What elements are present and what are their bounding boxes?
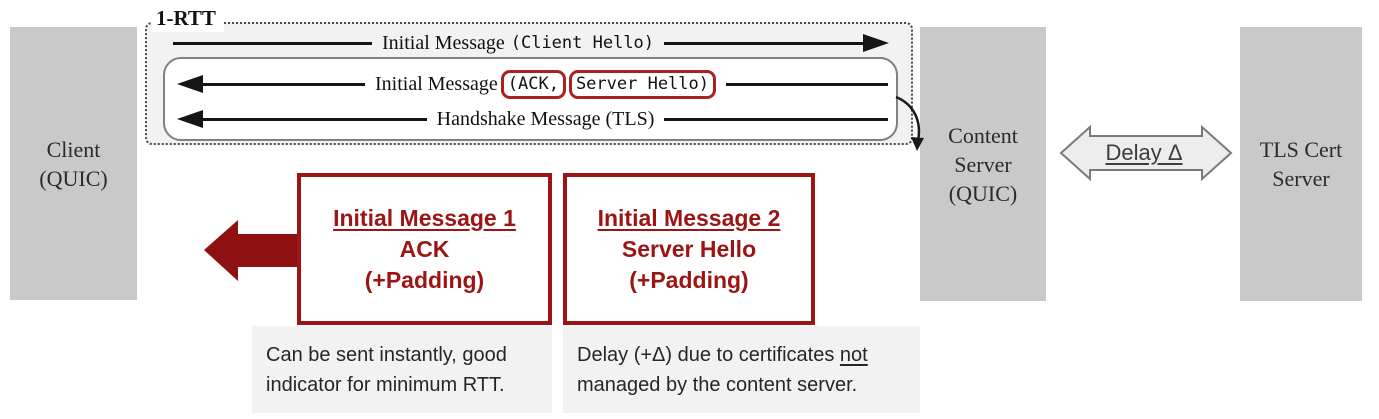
content-server-node: Content Server (QUIC) [920, 27, 1046, 301]
tls-cert-server-node: TLS Cert Server [1240, 27, 1362, 301]
caption-line: Delay (+Δ) due to certificates not [577, 340, 906, 370]
message-line [664, 41, 864, 45]
left-arrowhead-icon [177, 110, 203, 128]
message-line [173, 41, 372, 45]
client-node-label-line2: (QUIC) [39, 165, 108, 191]
right-arrowhead-icon [863, 34, 890, 52]
initial-message-1-box: Initial Message 1 ACK (+Padding) [297, 173, 552, 325]
message-mono-text: (Client Hello) [510, 33, 655, 53]
message-line [664, 117, 888, 121]
caption-cert-delay: Delay (+Δ) due to certificates not manag… [563, 326, 920, 413]
delay-delta-label: Delay Δ [1105, 140, 1183, 165]
rtt-group-label: 1-RTT [152, 5, 224, 32]
initial-message-1-line3: (+Padding) [364, 266, 485, 293]
message-line [726, 82, 888, 86]
server-hello-highlight-pill: Server Hello) [568, 69, 716, 99]
tls-cert-server-label-line1: TLS Cert [1259, 137, 1343, 162]
client-node: Client (QUIC) [10, 27, 137, 300]
left-arrowhead-icon [177, 75, 203, 93]
client-node-label-line1: Client [46, 136, 101, 162]
caption-text: Delay (+Δ) due to certificates [577, 343, 840, 366]
caption-underlined-not: not [839, 343, 868, 366]
message-text: Initial Message (ACK, Server Hello) [375, 69, 716, 99]
initial-message-1-title: Initial Message 1 [333, 204, 516, 231]
initial-message-1-line2: ACK [399, 235, 450, 262]
ack-highlight-pill: (ACK, [500, 69, 566, 99]
initial-message-2-line2: Server Hello [621, 235, 757, 262]
message-text: Initial Message (Client Hello) [382, 32, 654, 55]
caption-line: managed by the content server. [577, 373, 858, 396]
tls-cert-server-label-line2: Server [1272, 166, 1330, 191]
message-serif-text: Initial Message [375, 72, 498, 95]
message-text: Handshake Message (TLS) [437, 108, 655, 131]
initial-message-2-box: Initial Message 2 Server Hello (+Padding… [563, 173, 815, 325]
initial-message-2-line3: (+Padding) [629, 266, 749, 293]
content-server-label-line1: Content [948, 122, 1018, 148]
message-line [203, 82, 365, 86]
caption-minimum-rtt: Can be sent instantly, good indicator fo… [252, 326, 552, 413]
message-line [203, 117, 427, 121]
message-row-client-hello: Initial Message (Client Hello) [173, 31, 890, 55]
message-serif-text: Handshake Message (TLS) [436, 107, 655, 130]
caption-line: Can be sent instantly, good [266, 343, 507, 366]
message-row-handshake-tls: Handshake Message (TLS) [177, 105, 888, 133]
caption-line: indicator for minimum RTT. [266, 373, 505, 396]
content-server-label-line3: (QUIC) [948, 180, 1018, 206]
message-row-ack-server-hello: Initial Message (ACK, Server Hello) [177, 69, 888, 99]
message-serif-text: Initial Message [381, 31, 505, 54]
initial-message-2-title: Initial Message 2 [597, 204, 781, 231]
content-server-label-line2: Server [954, 151, 1012, 177]
